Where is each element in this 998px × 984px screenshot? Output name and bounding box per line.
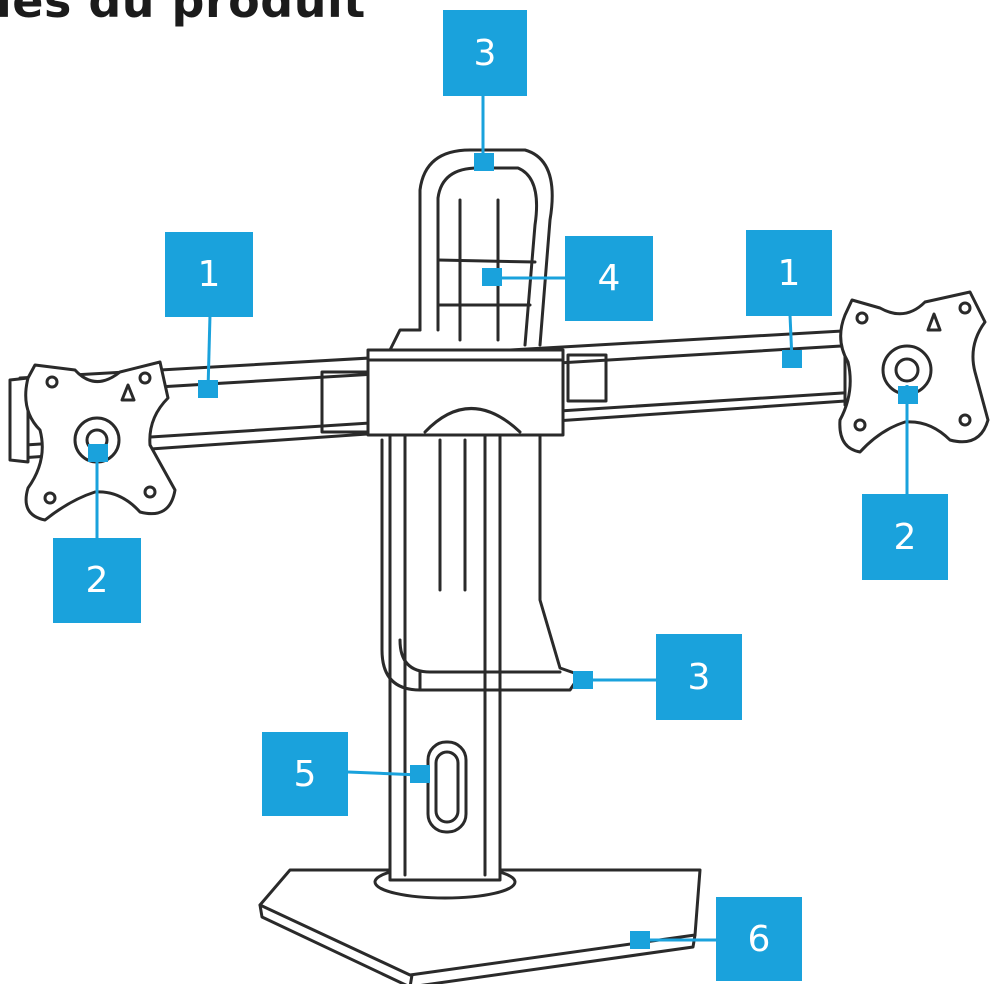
- vesa-plate-left: [24, 360, 177, 522]
- callout-1-right: 1: [746, 230, 832, 316]
- callout-2-left: 2: [53, 538, 141, 623]
- callout-6: 6: [716, 897, 802, 981]
- page-title: ies du produit: [0, 0, 366, 28]
- callout-3-top: 3: [443, 10, 527, 96]
- callout-1-left: 1: [165, 232, 253, 317]
- center-clamp: [366, 348, 565, 437]
- vesa-plate-right: [838, 290, 990, 454]
- base-plate: [258, 864, 702, 984]
- callout-5: 5: [262, 732, 348, 816]
- leader-anchors: [88, 153, 918, 949]
- callout-4: 4: [565, 236, 653, 321]
- callout-2-right: 2: [862, 494, 948, 580]
- top-handle: [388, 148, 554, 352]
- callout-3-mid: 3: [656, 634, 742, 720]
- pole: [388, 418, 502, 882]
